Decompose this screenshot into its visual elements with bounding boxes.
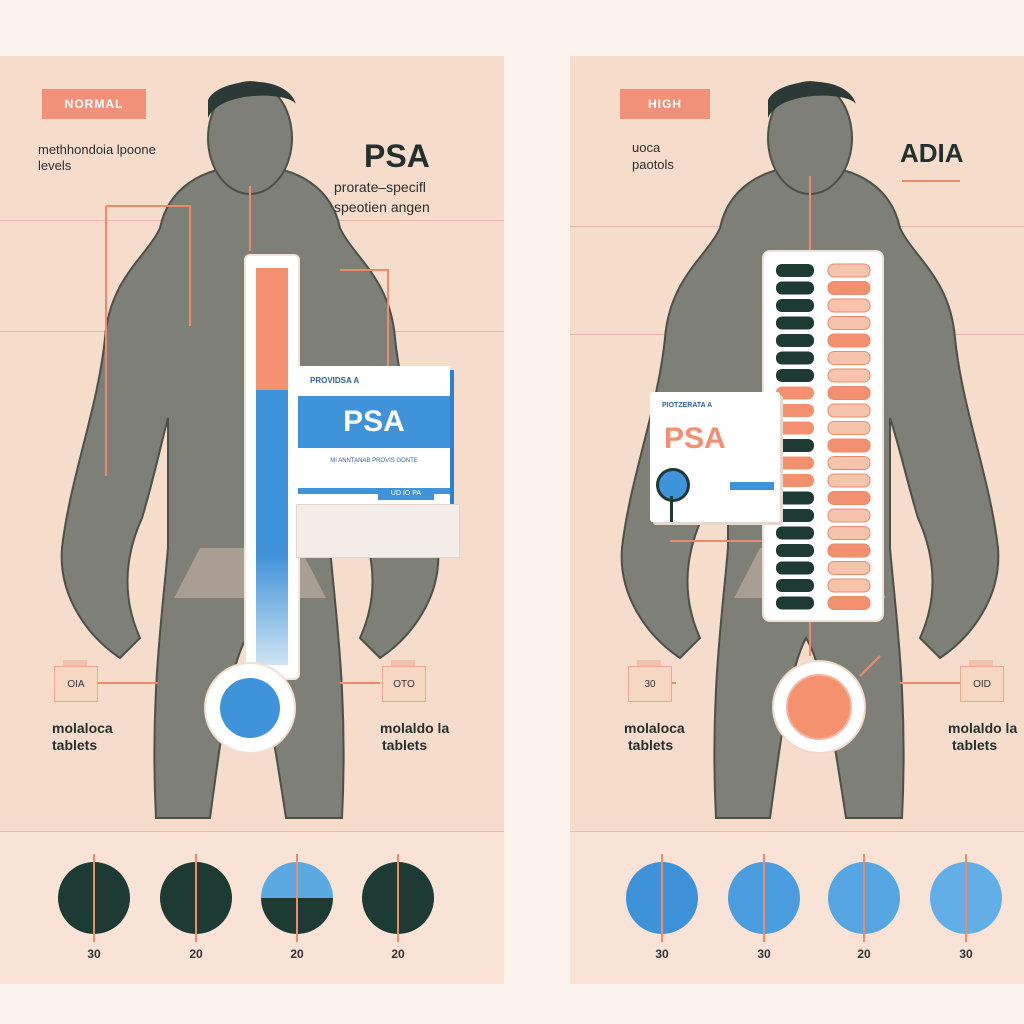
normal-panel: NORMAL methhondoia lpoone levels PSA pro… (0, 56, 504, 984)
normal-dials (58, 854, 434, 942)
left-caption: methhondoia lpoone levels (38, 142, 156, 173)
high-panel: HIGH uoca paotols ADIA PIOTZERATA A PSA (570, 56, 1024, 984)
dial-label: 30 (959, 947, 973, 961)
dark-pill (776, 596, 814, 610)
normal-badge: NORMAL (42, 89, 146, 119)
left-tag: OIA (54, 660, 98, 702)
dial-label: 30 (655, 947, 669, 961)
dark-pill (776, 491, 814, 505)
stethoscope-icon (656, 468, 690, 502)
salmon-pill (827, 298, 871, 313)
right-label-line2: tablets (382, 737, 428, 753)
box-code: UD IO PA (378, 488, 434, 500)
dark-pill (776, 439, 814, 452)
gauge-high-zone (256, 268, 288, 390)
box-title: PSA (298, 396, 450, 448)
dial-label: 30 (757, 947, 771, 961)
salmon-pill (827, 438, 871, 453)
salmon-pill (827, 578, 871, 593)
salmon-pill (827, 561, 871, 575)
adia-title: ADIA (900, 138, 964, 168)
psa-gauge-tube (244, 254, 300, 680)
dark-pill (776, 421, 814, 435)
dark-pill (776, 544, 814, 557)
salmon-pill (827, 491, 871, 505)
salmon-pill (827, 333, 871, 348)
salmon-pill (827, 386, 871, 400)
dark-pill (776, 456, 814, 470)
dark-pill (776, 579, 814, 592)
salmon-pill (827, 596, 871, 610)
left-label-line2: tablets (52, 737, 98, 753)
gauge-fill-level (256, 390, 288, 665)
box-text: MI ANNTANAB PROVIS GONTE (330, 458, 418, 464)
subtitle-line2: speotien angen (334, 199, 430, 215)
dark-pill (776, 334, 814, 347)
dial-label: 20 (189, 947, 203, 961)
box-shelf (296, 504, 460, 558)
right-caption-line2: paotols (632, 157, 674, 172)
right-tag: OID (960, 660, 1004, 702)
salmon-pill (827, 456, 871, 470)
box-title: PSA (664, 422, 726, 455)
left-label-line2: tablets (628, 737, 674, 753)
dark-pill (776, 299, 814, 312)
subtitle-line1: prorate–specifl (334, 179, 426, 195)
right-tag: OTO (382, 660, 426, 702)
left-label-line1: molaloca (624, 720, 685, 736)
gauge-bulb-high (774, 662, 864, 752)
pill-blister-card (762, 250, 884, 622)
salmon-pill (827, 281, 871, 295)
dial-label: 30 (87, 947, 101, 961)
dark-pill (776, 264, 814, 277)
gauge-bulb (206, 664, 294, 752)
dark-pill (776, 351, 814, 365)
dark-pill (776, 561, 814, 575)
leader-lines (96, 186, 389, 684)
salmon-pill (827, 526, 871, 540)
salmon-pill (827, 508, 871, 523)
dial-label: 20 (857, 947, 871, 961)
salmon-pill (827, 351, 871, 365)
psa-kit-box: PROVIDSA A PSA MI ANNTANAB PROVIS GONTE … (298, 366, 450, 506)
salmon-pill (827, 421, 871, 435)
dark-pill (776, 281, 814, 295)
dark-pill (776, 526, 814, 540)
right-label-line1: molaldo la (380, 720, 450, 736)
dial-band: 30 30 20 30 (570, 831, 1024, 984)
dark-pill (776, 369, 814, 382)
box-brand: PIOTZERATA A (662, 402, 713, 409)
psa-kit-box-high: PIOTZERATA A PSA (650, 392, 780, 522)
title-underline (902, 180, 960, 182)
salmon-pill (827, 368, 871, 383)
left-tag: 30 (628, 660, 672, 702)
dark-pill (776, 404, 814, 417)
right-label-line1: molaldo la (948, 720, 1018, 736)
salmon-pill (827, 473, 871, 488)
right-label-line2: tablets (952, 737, 998, 753)
dark-pill (776, 316, 814, 330)
high-dials (626, 854, 1002, 942)
salmon-pill (827, 263, 871, 278)
salmon-pill (827, 403, 871, 418)
dark-pill (776, 474, 814, 487)
salmon-pill (827, 316, 871, 330)
high-badge: HIGH (620, 89, 710, 119)
dark-pill (776, 509, 814, 522)
right-caption-line1: uoca (632, 140, 661, 155)
dark-pill (776, 386, 814, 400)
box-brand: PROVIDSA A (310, 376, 360, 385)
salmon-pill (827, 543, 871, 558)
dial-label: 20 (290, 947, 304, 961)
left-label-line1: molaloca (52, 720, 113, 736)
dial-label: 20 (391, 947, 405, 961)
dial-band: 30 20 20 20 (0, 831, 504, 984)
pill-rows (776, 263, 871, 610)
psa-title: PSA (364, 138, 430, 174)
